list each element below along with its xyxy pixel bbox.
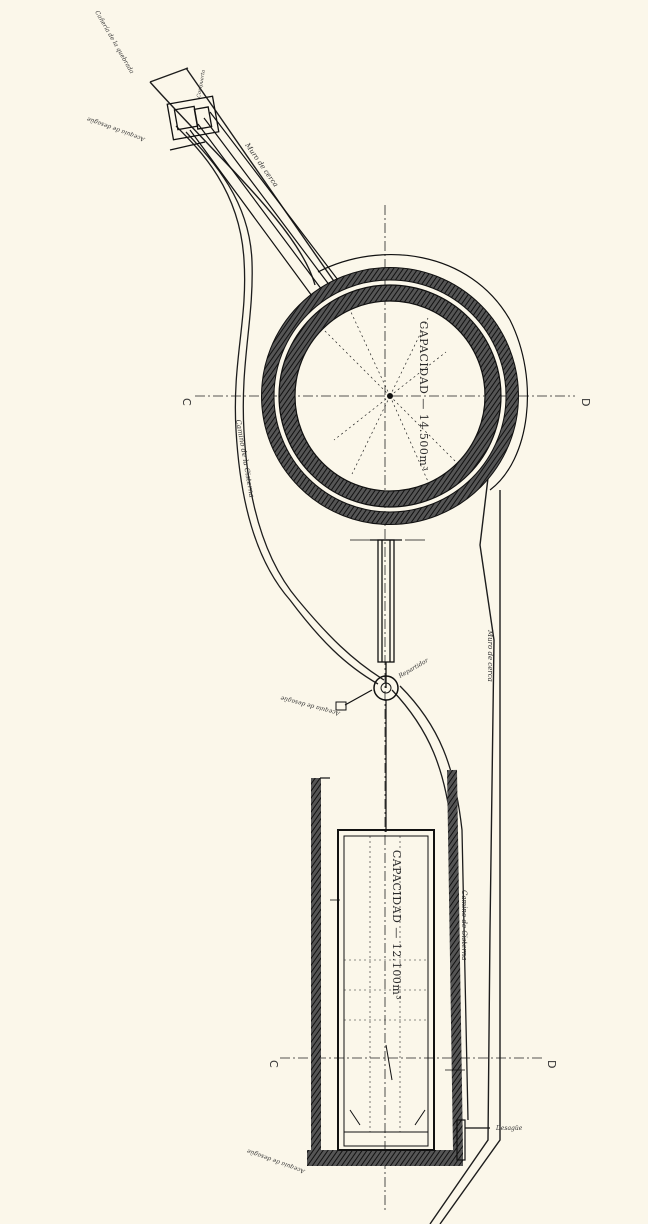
section-markers — [330, 539, 465, 1071]
muro-right-label: Muro de cerca — [486, 629, 494, 682]
round-tank-capacity-label: CAPACIDAD — 14.500m³ — [417, 321, 430, 471]
acequia-bottom-label: Acequia de desagüe — [246, 1147, 307, 1175]
axis-label-d-top: D — [579, 398, 592, 406]
axis-lines — [195, 205, 575, 1210]
camino-top-label: Camino de la Cisterna — [234, 419, 256, 498]
round-tank: CAPACIDAD — 14.500m³ — [261, 254, 529, 525]
muro-top-label: Muro de cerca — [243, 141, 280, 189]
outlet-structure — [456, 1119, 490, 1161]
intake-pipe — [189, 111, 339, 297]
rect-tank-capacity-label: CAPACIDAD — 12.100m³ — [390, 850, 403, 1000]
acequia-top-label: Acequia de desagüe — [86, 115, 147, 143]
intake-structure — [166, 95, 220, 151]
desague-label: Desagüe — [495, 1125, 523, 1132]
axis-label-c-top: C — [180, 398, 193, 406]
boundary-wall — [149, 67, 501, 1224]
rect-tank: CAPACIDAD — 12.100m³ — [307, 769, 463, 1166]
acequia-mid-label: Acequia de desagüe — [279, 694, 341, 717]
connector-pipe — [370, 539, 402, 688]
axis-markers: C D C D — [180, 398, 592, 1068]
compuerta-label: Compuerta — [196, 69, 207, 98]
axis-label-d-bottom: D — [545, 1060, 558, 1068]
repartidor-label: Repartidor — [397, 657, 431, 681]
cañeria-label: Cañería de la quebrada — [93, 10, 135, 76]
camino-right-label: Camino de Cisterna — [460, 890, 468, 960]
axis-label-c-bottom: C — [267, 1060, 280, 1068]
